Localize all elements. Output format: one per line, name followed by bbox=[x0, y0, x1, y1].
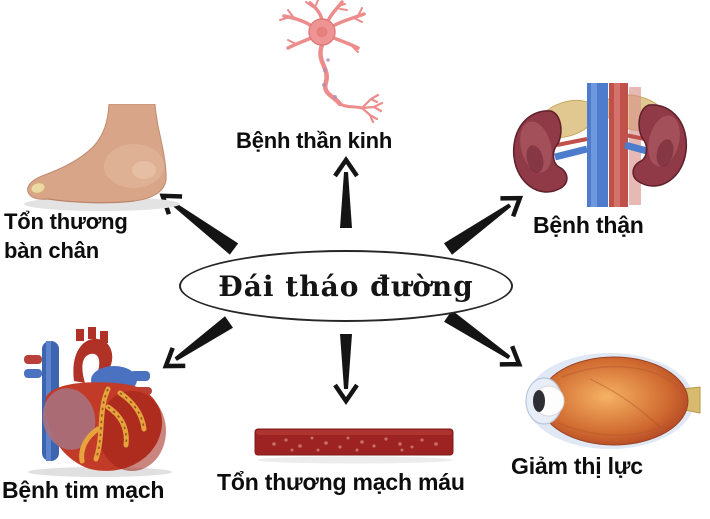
label-foot: Tổn thương bàn chân bbox=[4, 209, 128, 263]
arrow-to-vision bbox=[444, 310, 523, 367]
label-neuropathy: Bệnh thần kinh bbox=[236, 128, 393, 153]
kidney-icon bbox=[512, 83, 688, 207]
label-vessel: Tổn thương mạch máu bbox=[217, 469, 465, 495]
blood-vessel-icon bbox=[254, 428, 454, 464]
label-kidney: Bệnh thận bbox=[533, 212, 644, 238]
arrow-to-neuropathy bbox=[333, 156, 359, 228]
label-vision: Giảm thị lực bbox=[511, 453, 643, 479]
foot-icon bbox=[24, 104, 180, 211]
heart-icon bbox=[24, 327, 172, 477]
neuron-icon bbox=[279, 0, 384, 124]
center-node-diabetes: Đái tháo đường bbox=[179, 250, 513, 322]
arrow-to-vessel bbox=[333, 334, 359, 405]
center-node-label: Đái tháo đường bbox=[218, 269, 474, 303]
label-heart: Bệnh tim mạch bbox=[2, 477, 165, 503]
eye-icon bbox=[525, 353, 701, 449]
